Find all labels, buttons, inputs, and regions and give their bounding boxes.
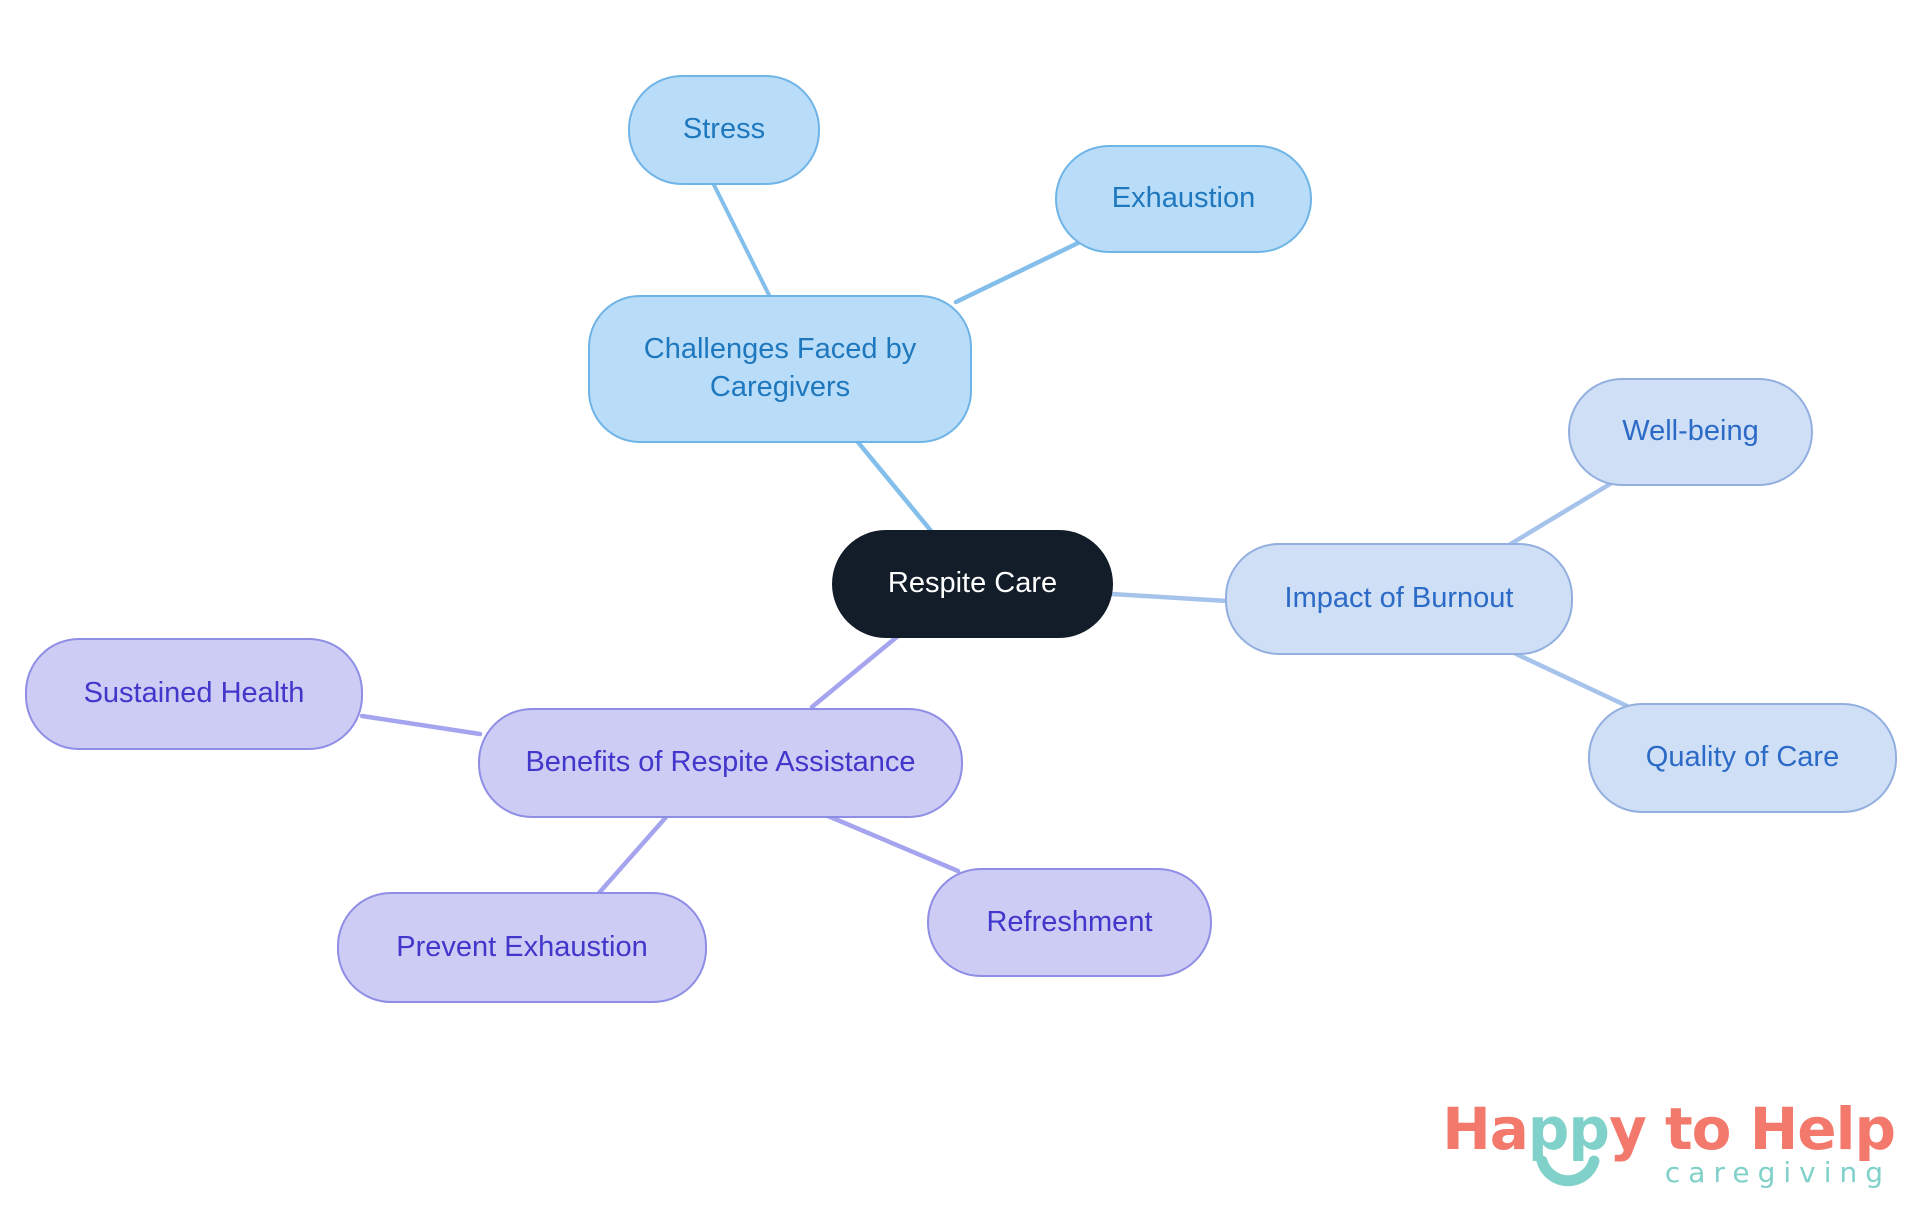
node-wellbeing-label: Well-being (1622, 415, 1759, 448)
node-quality-label: Quality of Care (1645, 741, 1840, 774)
edge-benefits-prevent (596, 813, 670, 896)
node-impact-label: Impact of Burnout (1284, 582, 1514, 615)
node-sustained-label: Sustained Health (83, 677, 305, 710)
smile-icon (1536, 1155, 1600, 1186)
edge-benefits-refreshment (825, 813, 961, 874)
logo-text-y-to-help: y to Help (1608, 1095, 1896, 1163)
logo-caption: caregiving (1664, 1155, 1891, 1189)
edge-challenges-exhaustion (953, 240, 1081, 305)
node-sustained-health: Sustained Health (25, 638, 363, 750)
logo-text-pp: pp (1528, 1097, 1610, 1186)
node-prevent-label: Prevent Exhaustion (396, 930, 648, 963)
node-prevent-exhaustion: Prevent Exhaustion (337, 892, 707, 1003)
node-challenges-label: Challenges Faced by Caregivers (643, 333, 917, 403)
node-benefits-of-respite-assistance: Benefits of Respite Assistance (478, 708, 963, 818)
node-refreshment-label: Refreshment (986, 905, 1153, 938)
node-benefits-label: Benefits of Respite Assistance (525, 746, 916, 779)
node-challenges-faced-by-caregivers: Challenges Faced by Caregivers (588, 295, 972, 443)
node-quality-of-care: Quality of Care (1588, 703, 1897, 813)
edge-benefits-sustained (359, 713, 483, 737)
node-exhaustion: Exhaustion (1055, 145, 1312, 253)
node-impact-of-burnout: Impact of Burnout (1225, 543, 1573, 655)
logo-text-ha: Ha (1442, 1095, 1529, 1163)
node-stress-label: Stress (682, 113, 766, 146)
edge-impact-quality (1509, 649, 1630, 709)
node-stress: Stress (628, 75, 820, 185)
edge-challenges-stress (711, 181, 772, 299)
node-respite-care-label: Respite Care (887, 567, 1058, 600)
node-exhaustion-label: Exhaustion (1111, 182, 1256, 215)
edge-center-impact (1109, 591, 1230, 604)
node-respite-care: Respite Care (832, 530, 1113, 638)
edge-center-challenges (854, 438, 935, 535)
edge-impact-wellbeing (1501, 481, 1613, 551)
node-well-being: Well-being (1568, 378, 1813, 486)
edge-center-benefits (809, 633, 901, 710)
node-refreshment: Refreshment (927, 868, 1212, 977)
